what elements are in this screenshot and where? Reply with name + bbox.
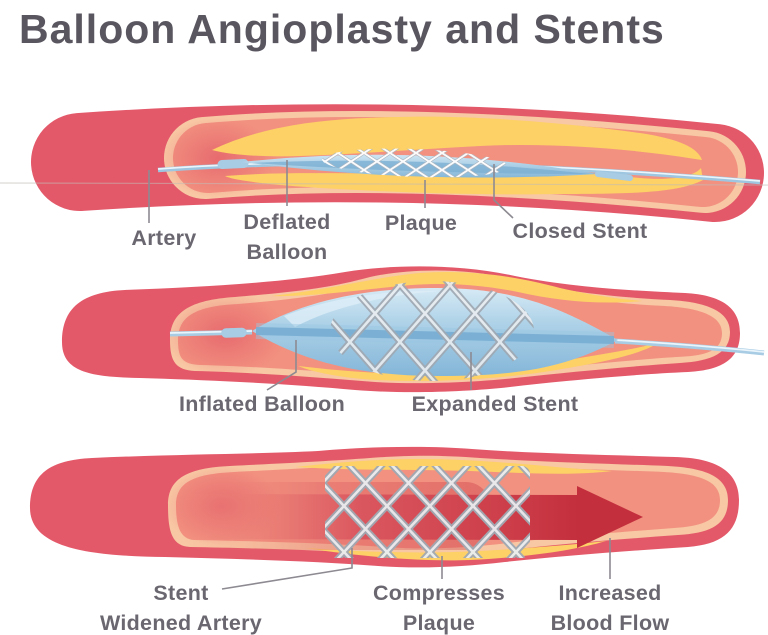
label-increased-blood-flow: Increased Blood Flow bbox=[550, 581, 670, 635]
plaque-top bbox=[212, 116, 702, 160]
stage3-widened-artery-illustration bbox=[30, 446, 739, 590]
label-stent-widened-artery: Stent Widened Artery bbox=[99, 581, 263, 635]
label-deflated-balloon: Deflated Balloon bbox=[243, 210, 331, 264]
label-closed-stent: Closed Stent bbox=[512, 219, 648, 243]
background-rule-line bbox=[0, 182, 768, 186]
cut-opening-shading bbox=[160, 118, 276, 198]
label-plaque: Plaque bbox=[384, 211, 458, 235]
expanded-stent-mesh bbox=[330, 281, 534, 381]
leader-closed-stent bbox=[493, 164, 514, 219]
catheter-connector bbox=[217, 159, 249, 169]
label-expanded-stent: Expanded Stent bbox=[411, 392, 579, 416]
widened-stent-mesh bbox=[325, 466, 530, 558]
catheter-wire bbox=[169, 327, 765, 356]
stage1-leader-lines bbox=[148, 160, 514, 223]
blood-flow-arrowhead bbox=[577, 486, 643, 548]
page-title: Balloon Angioplasty and Stents bbox=[19, 6, 665, 52]
label-compresses-plaque: Compresses Plaque bbox=[372, 581, 506, 635]
leader-stent bbox=[221, 548, 353, 590]
stage1-closed-stent-illustration bbox=[0, 104, 768, 223]
stage3-leader-lines bbox=[221, 538, 611, 590]
leader-inflated-balloon bbox=[266, 340, 297, 391]
label-inflated-balloon: Inflated Balloon bbox=[178, 392, 346, 416]
stage2-leader-lines bbox=[266, 340, 472, 391]
label-artery: Artery bbox=[131, 226, 197, 250]
stage2-inflated-balloon-illustration bbox=[62, 266, 765, 393]
compressed-plaque-top bbox=[272, 271, 642, 303]
